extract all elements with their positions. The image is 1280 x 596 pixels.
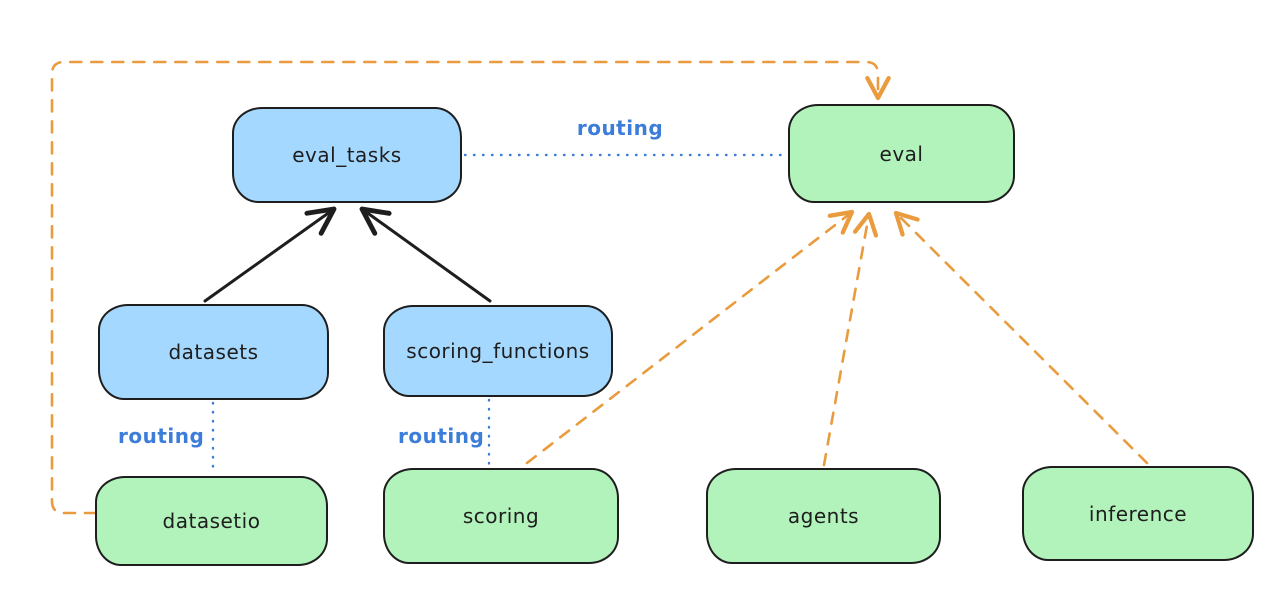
edge-inference-to-eval bbox=[893, 210, 1149, 465]
edge-scoring-functions-to-eval-tasks bbox=[359, 206, 492, 303]
node-inference: inference bbox=[1022, 466, 1254, 561]
edge-label-routing-left: routing bbox=[118, 424, 205, 448]
node-scoring: scoring bbox=[383, 468, 619, 564]
node-datasetio-label: datasetio bbox=[162, 509, 261, 533]
node-eval: eval bbox=[788, 104, 1015, 203]
node-scoring-functions: scoring_functions bbox=[383, 305, 613, 397]
node-scoring-label: scoring bbox=[462, 504, 540, 528]
node-agents: agents bbox=[706, 468, 941, 564]
node-eval-label: eval bbox=[879, 141, 924, 166]
edge-label-routing-middle: routing bbox=[398, 424, 485, 448]
node-scoring-functions-label: scoring_functions bbox=[406, 339, 590, 363]
node-agents-label: agents bbox=[787, 504, 860, 528]
node-datasets-label: datasets bbox=[168, 340, 259, 364]
edge-datasets-to-eval-tasks bbox=[203, 206, 337, 303]
node-datasetio: datasetio bbox=[95, 476, 328, 566]
edge-label-routing-top: routing bbox=[576, 116, 664, 140]
node-eval-tasks-label: eval_tasks bbox=[292, 143, 402, 167]
edge-agents-to-eval bbox=[822, 211, 879, 467]
node-eval-tasks: eval_tasks bbox=[232, 107, 462, 203]
node-inference-label: inference bbox=[1088, 501, 1188, 526]
node-datasets: datasets bbox=[98, 304, 329, 400]
